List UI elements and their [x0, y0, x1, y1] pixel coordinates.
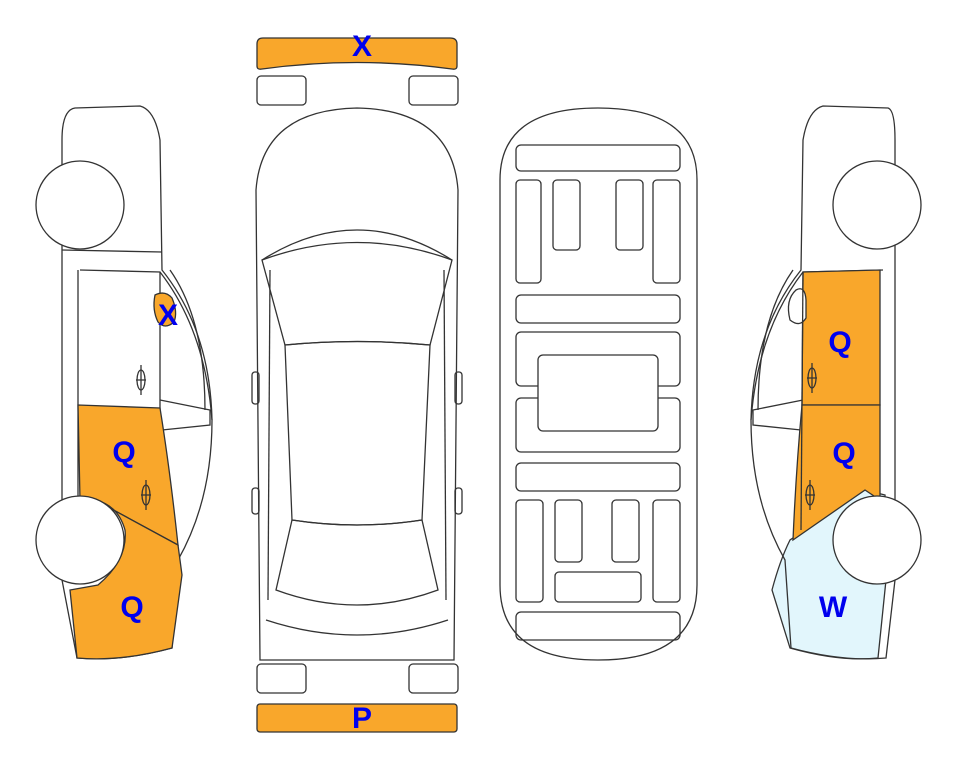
top-view-hood-line — [261, 229, 453, 261]
front-left-headlight — [256, 75, 307, 106]
underbody-panel — [554, 499, 583, 563]
left-door-line — [267, 269, 271, 601]
right-mirror — [454, 371, 463, 405]
left-rear-door-code: Q — [112, 436, 135, 469]
underbody-panel — [652, 179, 681, 284]
left-roofline — [79, 269, 213, 421]
left-front-wheel — [35, 160, 125, 250]
right-front-door-code: Q — [832, 437, 855, 470]
left-rear-quarter-code: Q — [120, 591, 143, 624]
top-view-body — [255, 107, 459, 661]
left-front-pillar[interactable]: X — [153, 292, 178, 332]
right-front-door[interactable]: Q — [792, 404, 881, 542]
left-a-pillar-curve — [169, 269, 206, 411]
rear-window — [275, 519, 439, 606]
rear-left-taillight — [256, 663, 307, 694]
right-a-pillar-curve — [757, 269, 794, 411]
rear-bumper-panel — [256, 703, 458, 733]
left-door-handle-front-grip — [136, 369, 146, 391]
right-rear-door[interactable]: Q — [801, 269, 881, 406]
underbody-panel — [611, 499, 640, 563]
left-mirror — [251, 371, 260, 405]
rear-bumper[interactable]: P — [256, 702, 458, 735]
underbody-panel — [515, 179, 542, 284]
right-roofline — [750, 269, 884, 421]
right-front-wheel — [832, 495, 922, 585]
trunk-line — [265, 619, 449, 636]
left-door-handle-rear-grip — [141, 484, 151, 506]
underbody-panel — [515, 611, 681, 641]
right-front-door-panel — [792, 404, 881, 542]
underbody-center-panel — [537, 354, 659, 432]
front-bumper-code: X — [352, 30, 372, 63]
left-front-pillar-code: X — [158, 299, 178, 332]
rear-right-taillight — [408, 663, 459, 694]
roof — [284, 340, 431, 526]
right-rear-wheel — [832, 160, 922, 250]
front-bumper[interactable]: X — [256, 30, 458, 70]
left-beltline — [61, 249, 163, 253]
left-rear-quarter[interactable]: Q — [69, 499, 183, 660]
underbody-panel — [552, 179, 581, 251]
left-rear-mirror — [251, 487, 260, 515]
right-front-fender-code: W — [819, 591, 848, 624]
underbody-panel — [615, 179, 644, 251]
underbody-panel — [515, 462, 681, 492]
right-side-body — [750, 105, 896, 660]
right-front-window — [752, 399, 804, 431]
right-b-pillar — [800, 271, 804, 531]
rear-bumper-code: P — [352, 702, 372, 735]
underbody-outline — [499, 107, 698, 661]
right-side-view — [750, 105, 896, 660]
top-view-car — [251, 107, 463, 661]
windshield — [261, 241, 453, 346]
left-front-window — [159, 399, 211, 431]
front-bumper-panel — [256, 37, 458, 70]
underbody-panel — [652, 499, 681, 603]
right-rear-mirror — [454, 487, 463, 515]
right-door-handle-front — [805, 480, 815, 510]
underbody-panel — [515, 499, 544, 603]
left-front-pillar-panel — [153, 292, 177, 327]
left-side-body — [61, 105, 213, 660]
underbody-panel — [554, 571, 642, 603]
right-door-line — [443, 269, 447, 601]
right-rear-door-code: Q — [828, 326, 851, 359]
left-rear-wheel — [35, 495, 125, 585]
underbody-panel — [515, 144, 681, 172]
front-right-headlight — [408, 75, 459, 106]
underbody-view — [499, 107, 698, 661]
underbody-panel — [515, 294, 681, 324]
right-door-handle-rear — [807, 363, 817, 393]
left-rear-quarter-panel — [69, 499, 183, 660]
